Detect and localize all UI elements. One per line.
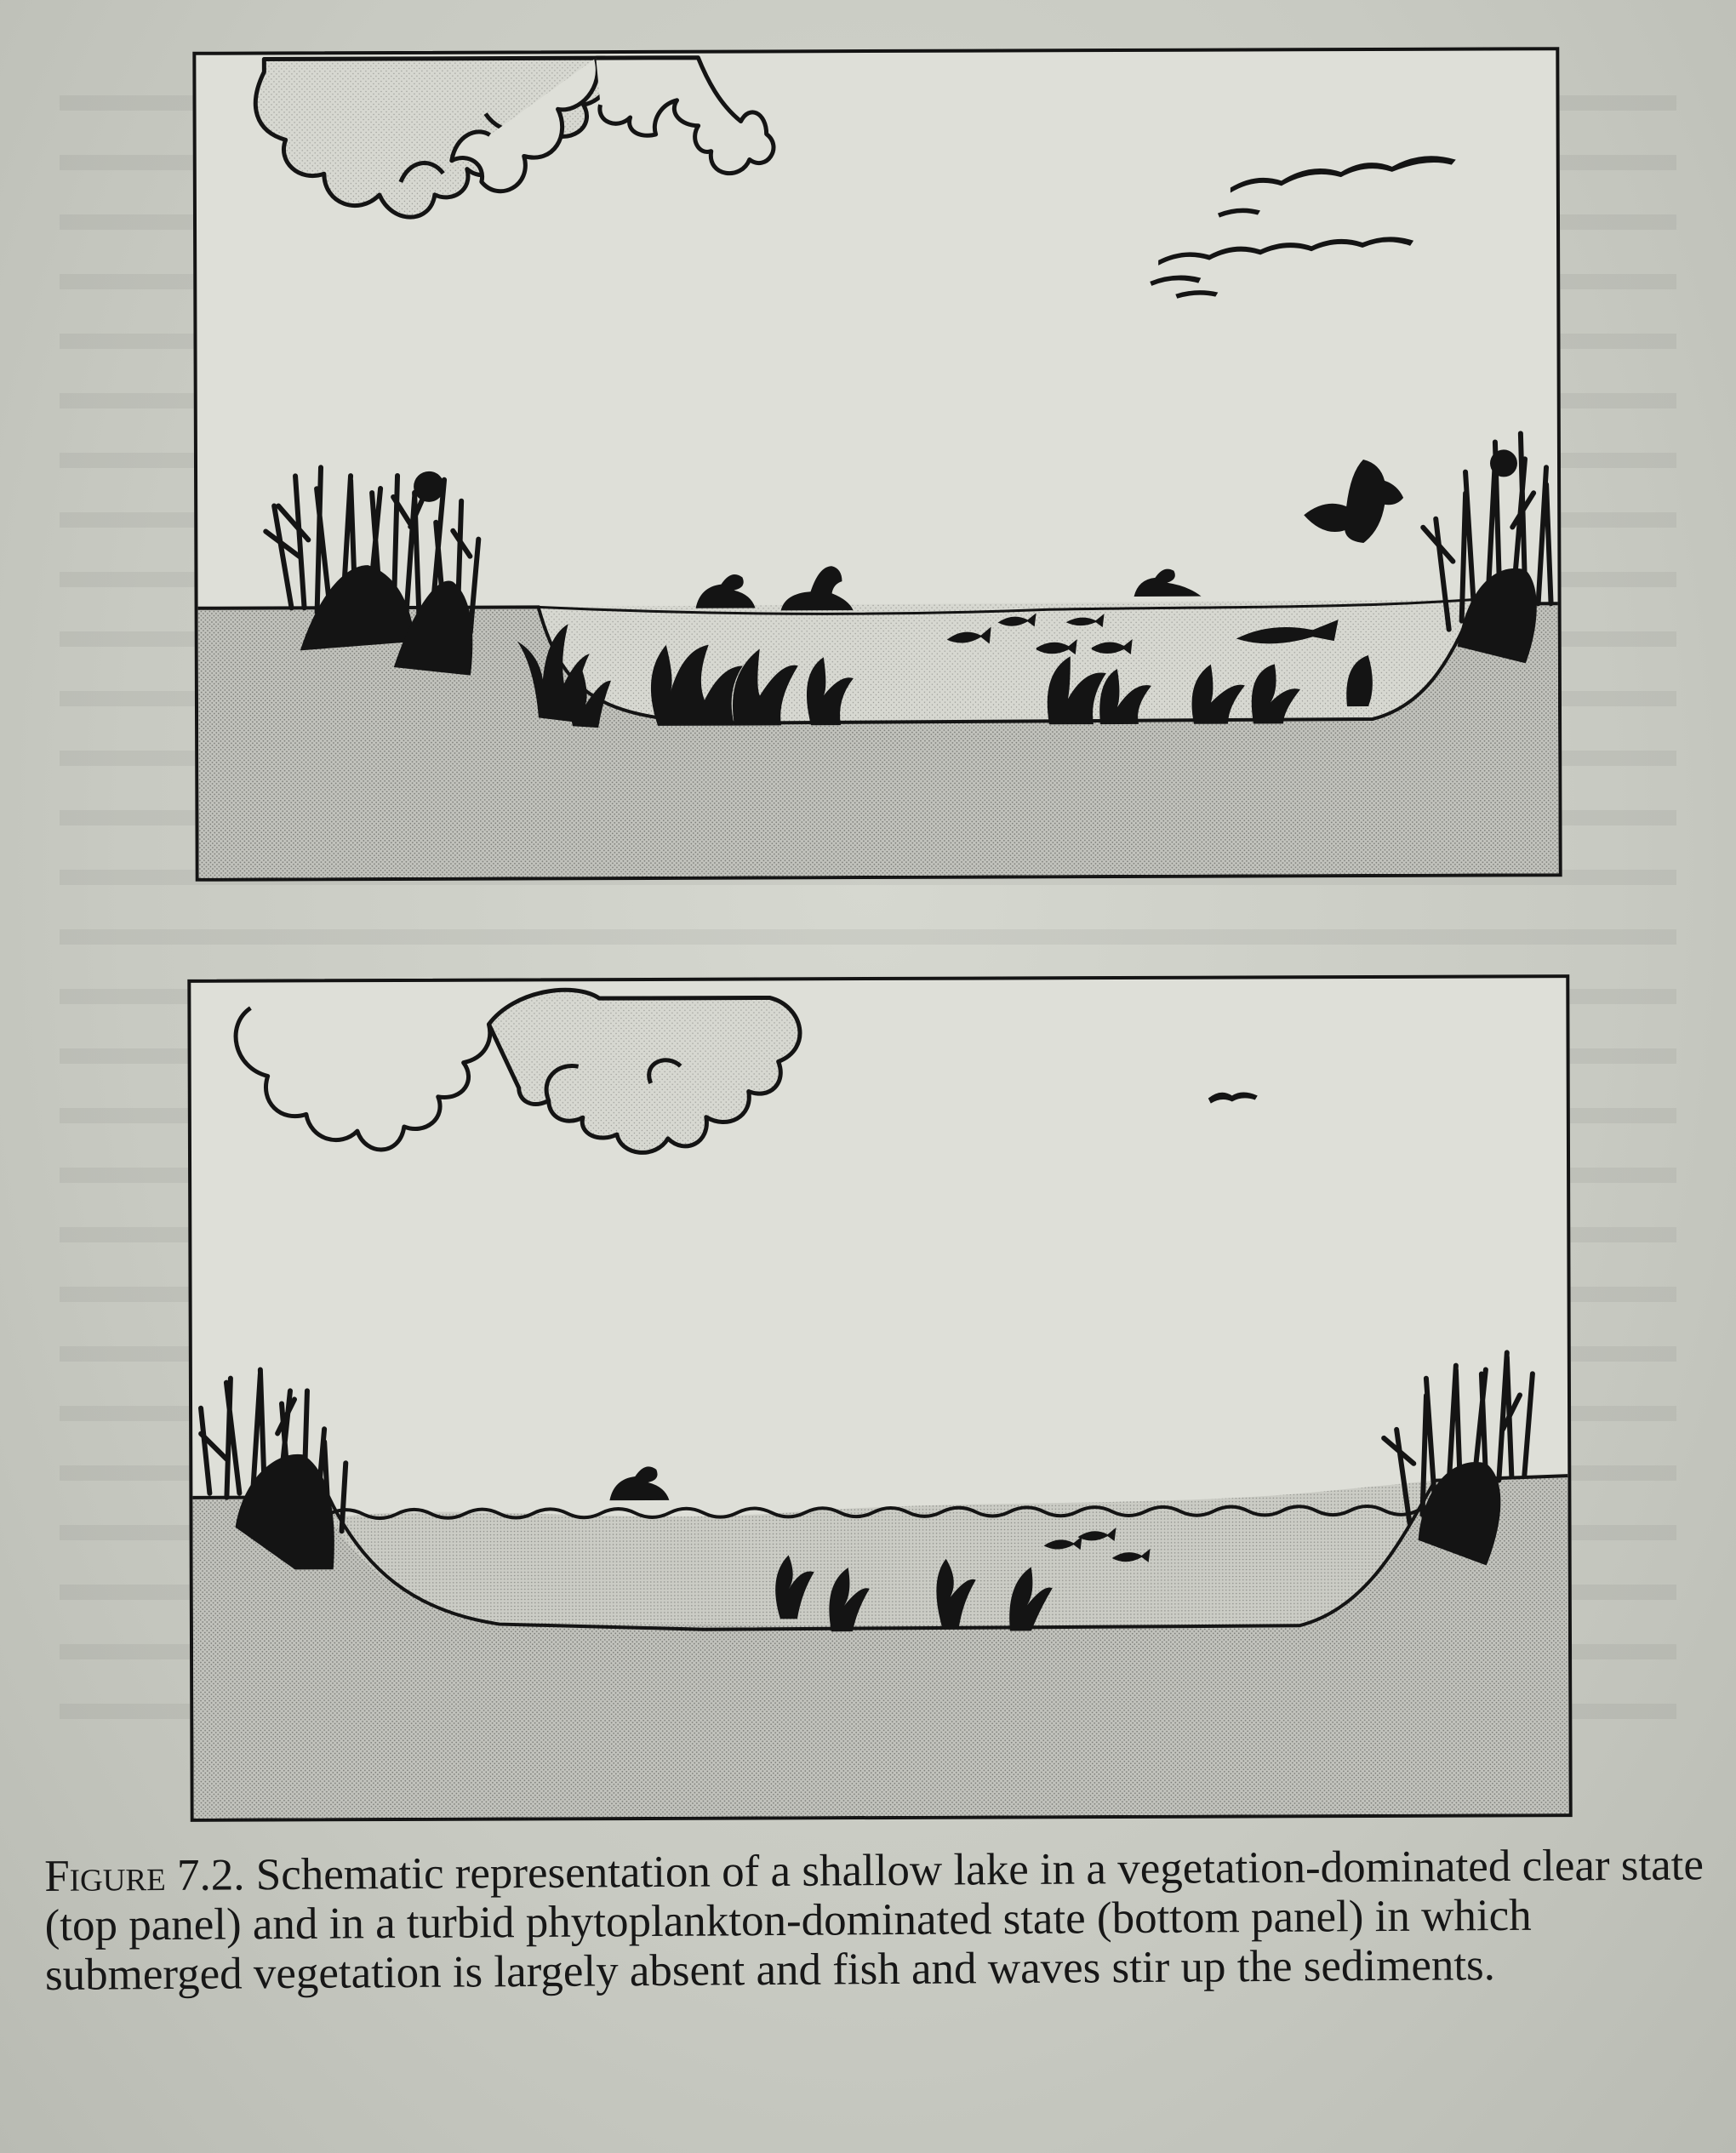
figure-label: Figure 7.2. [44, 1850, 245, 1901]
water-surface-line [538, 598, 1475, 615]
figure-caption: Figure 7.2. Schematic representation of … [44, 1840, 1713, 2000]
cloud-icon [449, 55, 776, 194]
turbid-water [328, 1480, 1436, 1626]
reed-icon [1420, 431, 1554, 632]
flying-duck-icon [1304, 460, 1404, 544]
reed-cluster [300, 471, 473, 676]
sediment-ground [192, 1476, 1569, 1819]
swimming-bird-icon [695, 566, 1202, 611]
reed-icon [1381, 1350, 1535, 1526]
wave-icon [328, 1503, 1453, 1521]
cloud-icon [233, 1006, 493, 1152]
submerged-plant-icon [775, 1555, 1053, 1632]
caption-text: Schematic representation of a shallow la… [44, 1840, 1705, 2000]
cloud-icon [486, 987, 802, 1155]
top-panel-clear-state [192, 47, 1562, 882]
clear-lake-illustration [197, 55, 1559, 878]
pike-icon [1236, 620, 1339, 644]
bird-flock-icon [1150, 156, 1456, 299]
reed-icon [263, 465, 482, 636]
bottom-panel-turbid-state [187, 974, 1573, 1822]
swimming-bird-icon [609, 1466, 670, 1501]
turbid-lake-illustration [192, 987, 1569, 1819]
submerged-plant-icon [517, 624, 1373, 728]
fish-icon [946, 613, 1133, 655]
fish-icon [1043, 1528, 1151, 1562]
bird-icon [1208, 1092, 1258, 1104]
